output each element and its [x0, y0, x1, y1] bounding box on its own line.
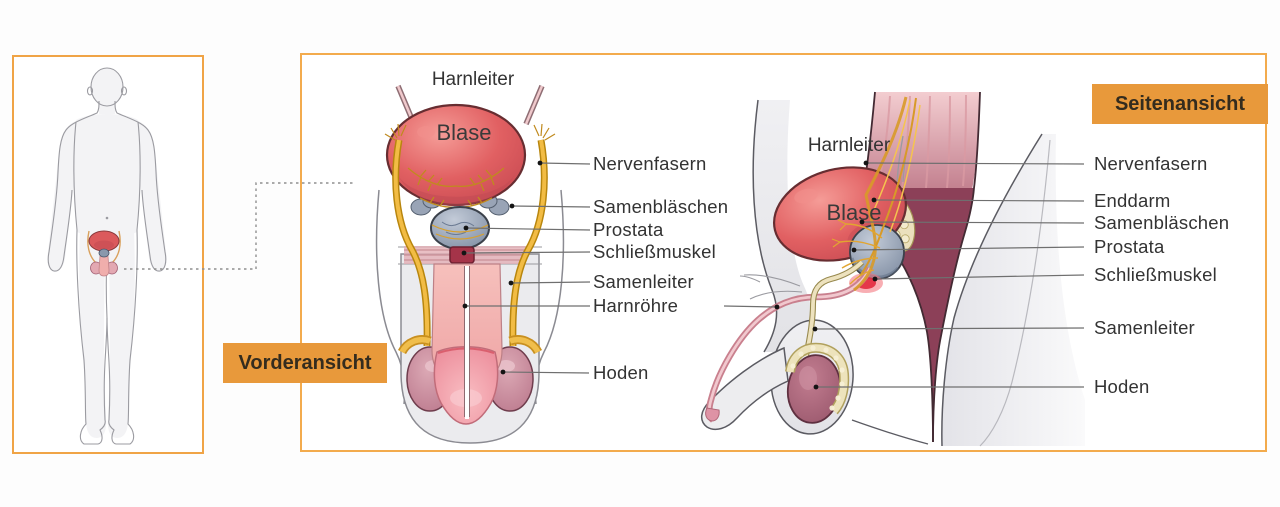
side-harnleiter-label: Harnleiter — [807, 135, 891, 156]
side-label-prostata: Prostata — [1094, 236, 1165, 257]
side-label-samenblaeschen: Samenbläschen — [1094, 212, 1230, 233]
side-label-schliessmuskel: Schließmuskel — [1094, 264, 1217, 285]
side-label-nervenfasern: Nervenfasern — [1094, 153, 1208, 174]
front-label-schliessmuskel: Schließmuskel — [593, 241, 716, 262]
front-label-prostata: Prostata — [593, 219, 664, 240]
side-blase-label: Blase — [826, 200, 882, 225]
side-label-enddarm: Enddarm — [1094, 190, 1171, 211]
side-view-heading: Seitenansicht — [1092, 84, 1268, 124]
side-label-hoden: Hoden — [1094, 376, 1150, 397]
front-label-harnroehre: Harnröhre — [593, 295, 679, 316]
side-label-samenleiter: Samenleiter — [1094, 317, 1195, 338]
front-label-samenblaeschen: Samenbläschen — [593, 196, 729, 217]
front-label-samenleiter: Samenleiter — [593, 271, 694, 292]
front-label-hoden: Hoden — [593, 362, 649, 383]
front-blase-label: Blase — [436, 120, 492, 145]
front-view-heading: Vorderansicht — [223, 343, 387, 383]
body-overview-panel — [12, 55, 204, 454]
front-harnleiter-label: Harnleiter — [431, 69, 515, 90]
front-label-nervenfasern: Nervenfasern — [593, 153, 707, 174]
